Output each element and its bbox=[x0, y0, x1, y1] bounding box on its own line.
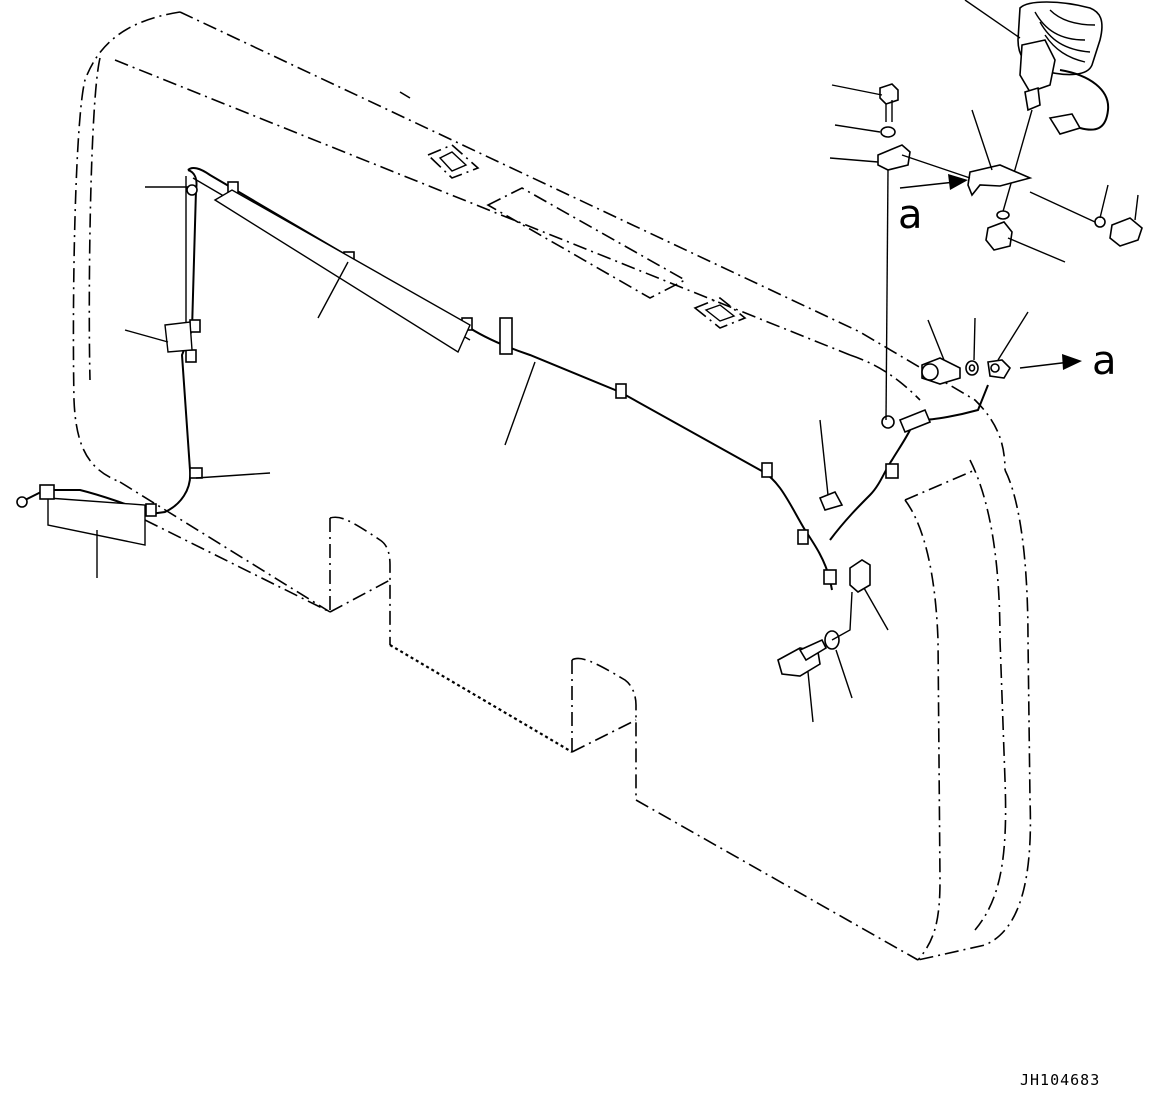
wiring-harness bbox=[24, 166, 989, 591]
counterweight-top-features bbox=[399, 91, 747, 329]
reference-mark-a-2: a bbox=[1092, 338, 1117, 384]
harness-connectors bbox=[16, 408, 932, 508]
harness-clamps bbox=[145, 181, 899, 585]
arrow-to-bracket bbox=[899, 174, 968, 190]
lamp-bracket-hardware bbox=[877, 83, 1143, 421]
drawing-number: JH104683 bbox=[1020, 1071, 1100, 1089]
callout-leaders bbox=[96, 0, 1139, 723]
arrow-to-terminal-ref bbox=[1019, 354, 1082, 370]
work-lamp-assembly bbox=[1001, 1, 1110, 216]
terminal-hardware bbox=[921, 357, 1012, 385]
reference-mark-a: a bbox=[898, 192, 923, 238]
lower-mount-parts bbox=[777, 490, 871, 677]
harness-tags bbox=[47, 189, 471, 546]
counterweight-cutouts bbox=[329, 516, 637, 800]
counterweight-outline bbox=[72, 11, 1032, 961]
